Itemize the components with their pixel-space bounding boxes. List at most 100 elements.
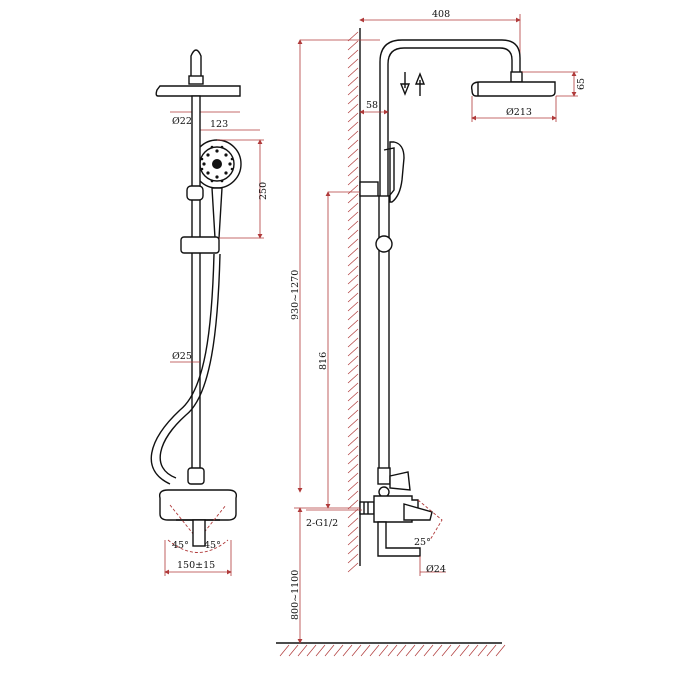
label-head-diameter: Ø213 [506,107,532,118]
hatch-line [347,49,359,60]
hatch-line [347,121,359,132]
label-riser-diameter: Ø25 [172,351,192,362]
label-spout-angle: 25° [414,537,431,548]
hatch-line [414,644,425,657]
hatch-line [347,157,359,168]
label-pipe-diameter: Ø22 [172,116,192,127]
hatch-line [347,436,359,447]
rain-shower-head [155,85,241,97]
hatch-line [347,103,359,114]
label-total-height: 930~1270 [290,270,301,320]
hatch-line [450,644,461,657]
hatch-line [347,454,359,465]
side-view: 408 65 Ø213 58 [276,9,587,657]
hatch-line [347,274,359,285]
flow-direction-arrows-icon [399,72,426,96]
hatch-line [347,472,359,483]
mixer-valve-body [158,489,238,521]
hatch-line [347,67,359,78]
hatch-line [347,229,359,240]
front-view: Ø22 123 250 [150,49,269,576]
hatch-line [347,499,359,510]
hatch-line [432,644,443,657]
hatch-line [347,553,359,564]
hatch-line [347,427,359,438]
hatch-line [342,644,353,657]
diverter-lever [389,471,411,491]
hatch-line [347,364,359,375]
slider-knob [375,235,393,253]
upper-bracket [186,185,204,201]
riser-pipe [191,95,201,477]
hatch-line [347,337,359,348]
hatch-line [347,328,359,339]
hatch-line [441,644,452,657]
mixer-lever [403,503,433,521]
shower-arm-curve [190,49,202,84]
head-joint [510,71,523,83]
hatch-line [347,463,359,474]
hatch-line [347,238,359,249]
hatch-line [347,184,359,195]
hatch-line [347,346,359,357]
hatch-line [347,130,359,141]
hatch-line [347,283,359,294]
hatch-line [347,58,359,69]
label-arm-length: 408 [432,9,450,20]
hatch-line [306,644,317,657]
hatch-line [347,391,359,402]
hatch-line [347,256,359,267]
hatch-line [288,644,299,657]
hatch-line [486,644,497,657]
hatch-line [347,220,359,231]
label-angle-left: 45° [172,540,189,551]
wall-hatch-icon [347,31,359,573]
lower-connector [187,467,205,485]
hatch-line [347,490,359,501]
hatch-line [347,409,359,420]
hatch-line [347,544,359,555]
hatch-line [279,644,290,657]
hatch-line [347,355,359,366]
hatch-line [347,445,359,456]
hatch-line [360,644,371,657]
hatch-line [378,644,389,657]
label-inlet-spacing: 150±15 [177,560,215,571]
hatch-line [347,292,359,303]
hatch-line [347,319,359,330]
slider-holder [180,236,220,254]
hatch-line [333,644,344,657]
hatch-line [369,644,380,657]
hatch-line [297,644,308,657]
hatch-line [347,139,359,150]
hatch-line [347,211,359,222]
hatch-line [347,193,359,204]
bath-spout [377,521,421,557]
hatch-line [405,644,416,657]
label-hand-shower-width: 123 [210,119,228,130]
wall-bracket [359,181,379,197]
label-hand-shower-height: 250 [258,182,269,200]
hatch-line [351,644,362,657]
hatch-line [324,644,335,657]
hatch-line [347,418,359,429]
hatch-line [347,508,359,519]
hatch-line [347,373,359,384]
label-angle-right: 45° [204,540,221,551]
hatch-line [347,535,359,546]
label-head-height: 65 [576,78,587,90]
hatch-line [347,166,359,177]
hatch-line [347,31,359,42]
hatch-line [347,301,359,312]
hatch-line [347,265,359,276]
hatch-line [347,94,359,105]
floor-hatch-icon [279,644,506,657]
overhead-arm [379,39,521,206]
hatch-line [347,400,359,411]
eccentric-inlet [359,501,375,515]
label-slide-bar-height: 816 [318,352,329,370]
rain-shower-head-side [470,81,556,97]
hatch-line [396,644,407,657]
diverter-stem [192,519,206,547]
